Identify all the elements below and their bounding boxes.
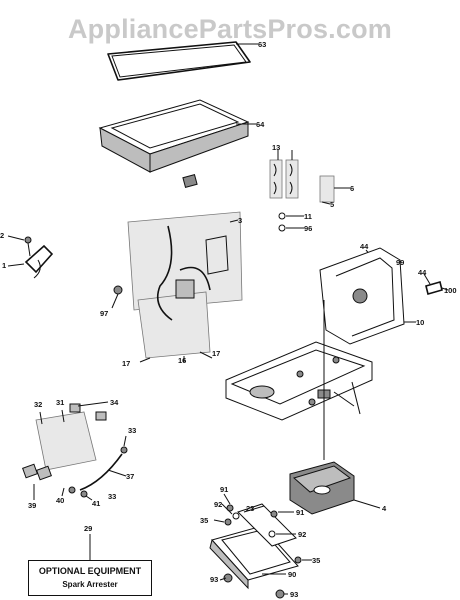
callout-1: 1 — [2, 261, 6, 270]
callout-91-left: 91 — [220, 485, 228, 494]
callout-100: 100 — [444, 286, 457, 295]
callout-17-right: 17 — [212, 349, 220, 358]
callout-35-left: 35 — [200, 516, 208, 525]
callout-33-bottom: 33 — [108, 492, 116, 501]
callout-23: 23 — [246, 504, 254, 513]
callout-16: 16 — [178, 356, 186, 365]
key-switch — [7, 235, 54, 279]
callout-3: 3 — [238, 216, 242, 225]
callout-64: 64 — [256, 120, 265, 129]
seat-pan — [98, 99, 256, 188]
callout-29: 29 — [84, 524, 92, 533]
watermark: AppliancePartsPros.com — [67, 14, 392, 44]
callout-10: 10 — [416, 318, 424, 327]
callout-97: 97 — [100, 309, 108, 318]
callout-35-right: 35 — [312, 556, 320, 565]
callout-4: 4 — [382, 504, 387, 513]
callout-93-right: 93 — [290, 590, 298, 599]
control-bracket — [22, 401, 128, 501]
muffler-bracket — [237, 503, 297, 547]
callout-96: 96 — [304, 224, 312, 233]
callout-99: 99 — [396, 258, 404, 267]
callout-33-top: 33 — [128, 426, 136, 435]
callout-2: 2 — [0, 231, 4, 240]
optional-equipment-subtitle: Spark Arrester — [62, 580, 118, 589]
callout-41: 41 — [92, 499, 100, 508]
callout-63: 63 — [258, 40, 266, 49]
optional-equipment-title: OPTIONAL EQUIPMENT — [38, 566, 142, 576]
hardware — [213, 493, 312, 599]
callout-13: 13 — [272, 143, 280, 152]
callout-92-left: 92 — [214, 500, 222, 509]
callout-11: 11 — [304, 212, 312, 221]
callout-5: 5 — [330, 200, 334, 209]
dash-panel — [111, 211, 243, 363]
callout-92-right: 92 — [298, 530, 306, 539]
callout-90: 90 — [288, 570, 296, 579]
harness-bracket — [269, 150, 350, 232]
optional-equipment-box: OPTIONAL EQUIPMENT Spark Arrester — [28, 560, 152, 596]
callout-32: 32 — [34, 400, 42, 409]
callout-34: 34 — [110, 398, 119, 407]
main-frame — [225, 300, 373, 460]
heat-shield — [209, 525, 299, 590]
callout-91-right: 91 — [296, 508, 304, 517]
callout-40: 40 — [56, 496, 64, 505]
frame-tower — [319, 247, 416, 345]
callout-93-left: 93 — [210, 575, 218, 584]
seat-gasket — [107, 41, 258, 81]
callout-17-left: 17 — [122, 359, 130, 368]
callout-31: 31 — [56, 398, 64, 407]
muffler — [289, 461, 381, 515]
callout-37: 37 — [126, 472, 134, 481]
callout-39: 39 — [28, 501, 36, 510]
callout-44-top: 44 — [360, 242, 369, 251]
callout-44-right: 44 — [418, 268, 427, 277]
callout-6: 6 — [350, 184, 354, 193]
